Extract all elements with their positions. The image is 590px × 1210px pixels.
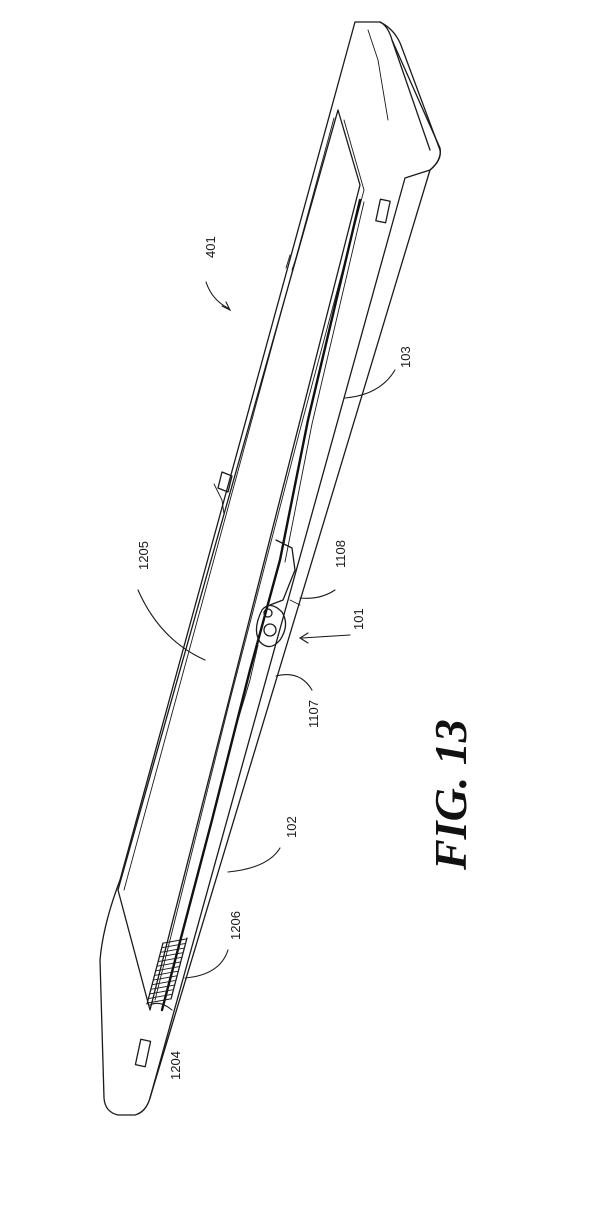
coil-turn: [147, 998, 171, 1004]
coil-spring: [146, 937, 188, 1005]
coil-outline: [146, 937, 188, 1005]
device-housing: [99, 21, 441, 1116]
coil-turn: [153, 975, 177, 981]
hinge-assembly: [134, 198, 391, 1068]
coil-turn: [158, 957, 182, 962]
label-1204: 1204: [168, 1051, 183, 1080]
coil-turn: [148, 993, 172, 999]
coil-turn: [159, 952, 183, 958]
coil-turn: [161, 947, 184, 953]
coil-turn: [157, 961, 181, 967]
label-1206: 1206: [228, 911, 243, 940]
label-1205: 1205: [136, 541, 151, 570]
label-101: 101: [351, 608, 366, 630]
coil-turn: [156, 966, 180, 972]
coil-turn: [150, 989, 173, 995]
coil-turn: [151, 984, 175, 990]
coil-turn: [163, 938, 187, 944]
label-1108: 1108: [333, 540, 348, 568]
coil-turn: [154, 970, 178, 976]
leader-lines: [137, 281, 396, 1011]
label-102: 102: [284, 816, 299, 838]
reference-labels: 401 1205 1108 101 1107 103 102 1206 1204: [136, 236, 413, 1080]
figure-caption: FIG. 13: [425, 719, 476, 871]
label-103: 103: [398, 346, 413, 368]
coil-turn: [162, 943, 186, 949]
coil-turn: [152, 980, 176, 985]
display-panel: [117, 109, 365, 1011]
label-401: 401: [203, 236, 218, 258]
label-1107: 1107: [306, 700, 321, 728]
